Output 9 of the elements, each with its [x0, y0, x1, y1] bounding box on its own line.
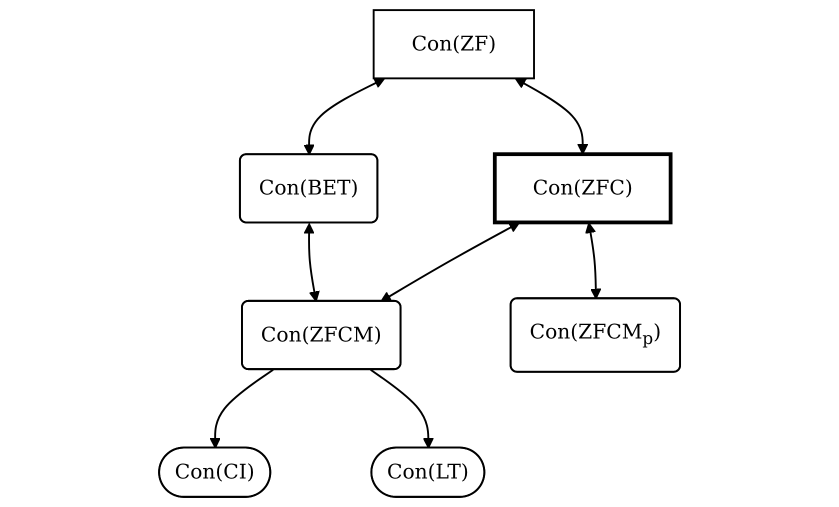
arrow: [584, 222, 602, 300]
arrow: [380, 222, 520, 302]
arrow: [514, 78, 588, 155]
arrow: [370, 368, 434, 449]
node-box: Con(ZFC): [492, 152, 672, 224]
arrow: [303, 78, 386, 156]
node-box: Con(ZF): [372, 9, 535, 80]
arrow: [303, 223, 320, 302]
arrow: [210, 368, 274, 449]
